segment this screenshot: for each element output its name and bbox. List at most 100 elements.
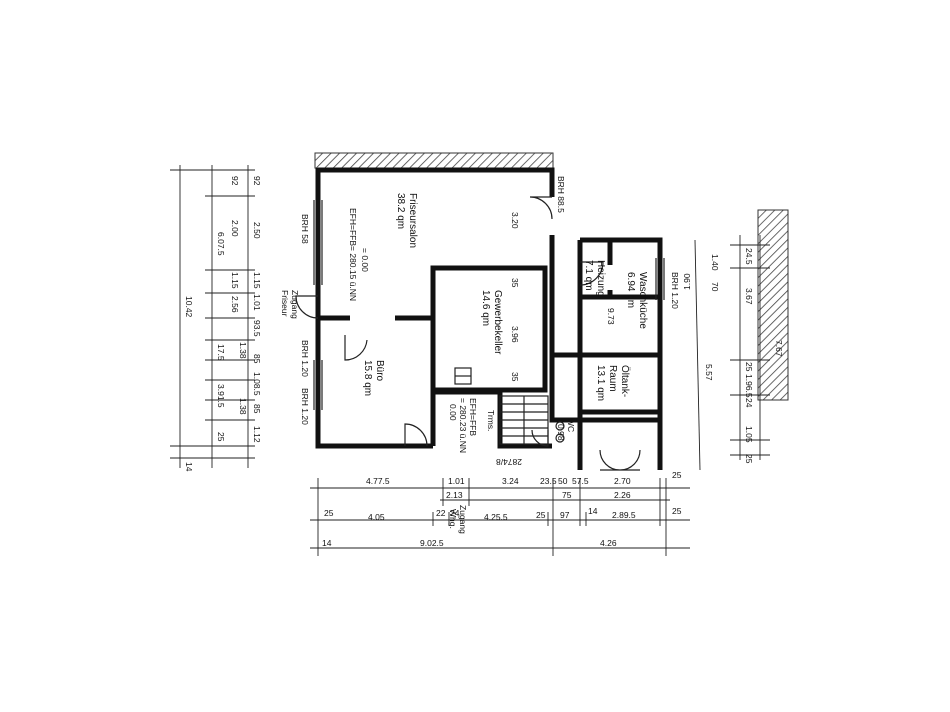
dim-bottom-r3: 22 <box>436 508 446 518</box>
dim-inner-098: 0.98 <box>556 424 566 441</box>
door-swings <box>295 196 641 471</box>
dim-bottom-r2: 75 <box>562 490 572 500</box>
dim-inner-35a: 35 <box>510 278 520 288</box>
dim-bottom-r3: 25 <box>672 506 682 516</box>
room-area-gewerbekeller: 14.6 qm <box>480 290 491 326</box>
parcel-number: 2874/8 <box>496 457 522 467</box>
dim-left-c3: 92 <box>252 176 262 186</box>
room-area-heizung: 7.1 qm <box>583 260 594 291</box>
dim-left-c3: 2.50 <box>252 222 262 239</box>
dim-left-c3: 1.15 <box>252 272 262 289</box>
dim-left-c3: 93.5 <box>252 320 262 337</box>
dim-bottom-r3: 24 <box>450 508 460 518</box>
dim-inner-190: 1.90 <box>682 273 692 290</box>
dim-bottom-r3: 25 <box>536 510 546 520</box>
windows <box>313 200 665 410</box>
dim-left-c2: 92 <box>230 176 240 186</box>
dim-left-c2: 2.00 <box>230 220 240 237</box>
dim-left-c3: 85 <box>252 354 262 364</box>
dim-left-c2: 14 <box>184 462 194 472</box>
dim-left-c2-top: 6.07.5 <box>216 232 226 256</box>
efh-note-2c: 0.00 <box>448 404 458 421</box>
zugang-whg-label: Zugang <box>458 505 468 534</box>
dim-inner-973: 9.73 <box>606 308 616 325</box>
room-name-treppe: Trms. <box>486 410 496 431</box>
dim-left-c3: 85 <box>252 404 262 414</box>
dim-bottom-r2: 2.13 <box>446 490 463 500</box>
dim-left-c2: 1.15 <box>230 272 240 289</box>
dim-left-c3: 1.08.5 <box>252 372 262 396</box>
brh-885: BRH 88.5 <box>556 176 566 213</box>
brh-120-b: BRH 1.20 <box>300 388 310 425</box>
hatched-wall-right <box>757 209 789 401</box>
brh-120-c: BRH 1.20 <box>670 272 680 309</box>
efh-note-1b: = 0.00 <box>360 248 370 272</box>
room-area-oeltank: 13.1 qm <box>595 365 606 401</box>
brh-120-a: BRH 1.20 <box>300 340 310 377</box>
dim-bottom-r1: 50 <box>558 476 568 486</box>
dimension-lines-right <box>694 235 770 471</box>
dim-bottom-r3: 2.89.5 <box>612 510 636 520</box>
inner-walls <box>318 240 660 415</box>
room-name-oeltank: Öltank- <box>619 365 631 397</box>
room-name-waschkueche: Waschküche <box>637 272 648 329</box>
room-name-buero: Büro <box>374 360 385 382</box>
dim-bottom-r4: 9.02.5 <box>420 538 444 548</box>
dim-bottom-r4: 4.26 <box>600 538 617 548</box>
dim-right-a: 3.67 <box>744 288 754 305</box>
dim-left-c3: 1.01 <box>252 294 262 311</box>
dim-right-b: 5.57 <box>704 364 714 381</box>
dim-bottom-r3: 4.25.5 <box>484 512 508 522</box>
wc-fixture <box>555 433 565 443</box>
dim-bottom-r2: 2.26 <box>614 490 631 500</box>
dim-right-a: 70 <box>710 282 720 292</box>
room-name-friseursalon: Friseursalon <box>407 193 418 248</box>
dim-right-a: 1.40 <box>710 254 720 271</box>
dim-bottom-r4: 14 <box>322 538 332 548</box>
dim-bottom-r3: 25 <box>324 508 334 518</box>
room-area-buero: 15.8 qm <box>362 360 373 396</box>
dim-bottom-r1: 25 <box>672 470 682 480</box>
dim-left-c2: 17.5 <box>216 344 226 361</box>
dim-bottom-r1: 4.77.5 <box>366 476 390 486</box>
zugang-friseur-label: Zugang <box>290 290 300 319</box>
dimension-lines-left <box>170 165 255 468</box>
dim-left-c2: 2.56 <box>230 296 240 313</box>
brh-58: BRH 58 <box>300 214 310 244</box>
dim-left-total: 10.42 <box>184 296 194 318</box>
dim-right-a: 1.96.5 <box>744 374 754 398</box>
zugang-whg-label-b: Whg. <box>448 509 458 529</box>
dim-left-c3: 1.12 <box>252 426 262 443</box>
dim-inner-396: 3.96 <box>510 326 520 343</box>
dim-bottom-r1: 57.5 <box>572 476 589 486</box>
dim-bottom-r1: 3.24 <box>502 476 519 486</box>
room-name-oeltank-2: Raum <box>607 365 618 392</box>
dim-bottom-r3: 97 <box>560 510 570 520</box>
dim-right-a: 25 <box>744 362 754 372</box>
room-name-heizung: Heizung <box>595 260 606 297</box>
dim-inner-35b: 35 <box>510 372 520 382</box>
hatched-wall-top <box>314 152 554 169</box>
zugang-friseur-label-b: Friseur <box>280 290 290 317</box>
wc-fixture <box>555 421 565 431</box>
dim-left-c2: 25 <box>216 432 226 442</box>
dim-bottom-r3: 4.05 <box>368 512 385 522</box>
dim-right-a: 24 <box>744 398 754 408</box>
room-name-wc: WC <box>566 418 576 432</box>
dim-right-c: 7.67 <box>774 340 784 357</box>
dim-bottom-r1: 2.70 <box>614 476 631 486</box>
efh-note-2: EFH=FFB <box>468 398 478 436</box>
efh-note-1: EFH=FFB= 280.15 ü.NN <box>348 208 358 301</box>
staircase <box>454 367 549 445</box>
dim-left-c2: 3.91.5 <box>216 384 226 408</box>
dim-bottom-r3: 14 <box>588 506 598 516</box>
room-area-friseursalon: 38.2 qm <box>395 193 406 229</box>
dim-bottom-r1: 1.01 <box>448 476 465 486</box>
dimension-lines-bottom <box>310 478 690 556</box>
efh-note-2b: = 280.23 ü.NN <box>458 398 468 453</box>
dim-right-a: 25 <box>744 454 754 464</box>
dim-left-c3: 1.38 <box>238 342 248 359</box>
room-name-gewerbekeller: Gewerbekeller <box>492 290 503 355</box>
dim-right-a: 24.5 <box>744 248 754 265</box>
